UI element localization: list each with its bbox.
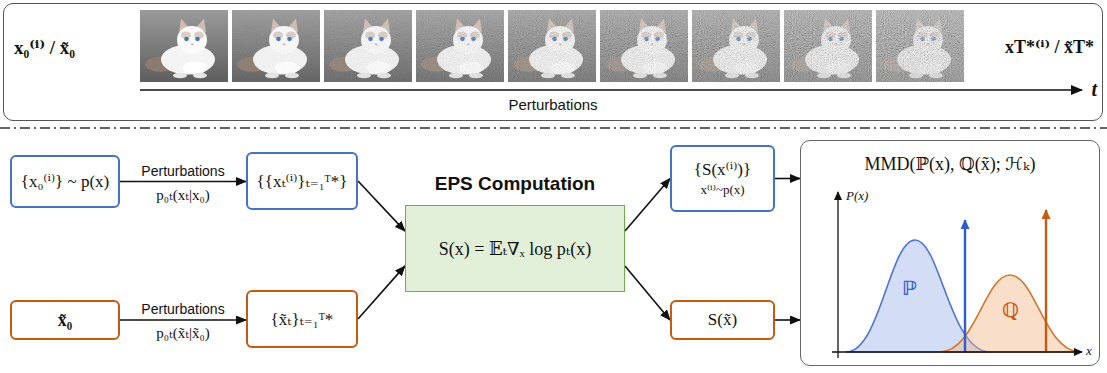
cat-eye: [195, 37, 200, 41]
cat-eye: [184, 37, 189, 41]
flow-arrow: [775, 319, 800, 321]
perturbation-panel: x₀⁽ⁱ⁾ / x̃₀ xT*⁽ⁱ⁾ / x̃T* Perturbationst: [3, 3, 1103, 121]
noise-overlay: [876, 10, 964, 82]
image-background: [508, 10, 596, 82]
image-background: [600, 10, 688, 82]
noise-overlay: [692, 10, 780, 82]
math-text: {x₀⁽ⁱ⁾} ~ p(x): [21, 171, 110, 192]
image-background: [692, 10, 780, 82]
cat-nose: [191, 44, 195, 46]
axis-caption: Perturbations: [4, 96, 1102, 113]
cat-image: [416, 10, 504, 82]
math-text: {S(x⁽ⁱ⁾)}: [694, 159, 751, 180]
transition-kernel: p₀ₜ(xₜ|x₀): [120, 186, 246, 204]
cat-image: [600, 10, 688, 82]
noise-overlay: [784, 10, 872, 82]
image-background: [140, 10, 228, 82]
cat-head: [177, 26, 207, 54]
cat-thumbnails: [140, 10, 964, 82]
mmd-box: MMD(ℙ(x), ℚ(x̃); ℋₖ): [800, 140, 1100, 366]
image-background: [784, 10, 872, 82]
distribution-label: ℙ: [902, 276, 917, 300]
test-score-box: S(x̃): [670, 300, 775, 340]
test-sample-box: x̃₀: [10, 300, 120, 340]
flow-arrow: [775, 178, 800, 180]
cat-image: [876, 10, 964, 82]
cat-paw: [193, 73, 207, 79]
math-text: {x̃ₜ}ₜ₌₁ᵀ*: [271, 309, 334, 330]
edge-label: Perturbations: [139, 163, 226, 179]
transition-kernel: p₀ₜ(x̃ₜ|x̃₀): [120, 324, 246, 342]
p-spike: [964, 220, 966, 352]
cat-image: [508, 10, 596, 82]
math-text: S(x̃): [708, 310, 737, 330]
cat-paw: [173, 73, 187, 79]
image-background: [416, 10, 504, 82]
q-spike: [1045, 210, 1047, 352]
separator-line: [0, 127, 1107, 129]
flow-arrow: [358, 266, 405, 319]
eps-computation-box: EPS ComputationS(x) = 𝔼ₜ∇ₓ log pₜ(x): [405, 205, 625, 292]
noise-overlay: [232, 10, 320, 82]
axis-label: P(x): [846, 188, 868, 204]
time-arrow: [140, 89, 1082, 91]
noise-overlay: [600, 10, 688, 82]
box-heading: EPS Computation: [406, 173, 624, 195]
noise-overlay: [324, 10, 412, 82]
q-density: [940, 275, 1080, 352]
noise-overlay: [416, 10, 504, 82]
math-formula: S(x) = 𝔼ₜ∇ₓ log pₜ(x): [439, 238, 592, 260]
flow-arrow: [120, 319, 246, 321]
math-text: {{xₜ⁽ⁱ⁾}ₜ₌₁ᵀ*}: [257, 171, 348, 192]
cat-image: [140, 10, 228, 82]
flow-arrow: [358, 181, 405, 231]
math-text: x̃₀: [58, 310, 72, 331]
edge-label: Perturbations: [139, 301, 226, 317]
panel-label: x₀⁽ⁱ⁾ / x̃₀: [14, 36, 75, 59]
cat-image: [232, 10, 320, 82]
flow-arrow: [120, 181, 246, 183]
perturbed-test-box: {x̃ₜ}ₜ₌₁ᵀ*: [246, 290, 358, 348]
cat-image: [324, 10, 412, 82]
math-formula: MMD(ℙ(x), ℚ(x̃); ℋₖ): [801, 153, 1099, 175]
flow-arrow: [625, 179, 670, 232]
cat-chest: [183, 61, 207, 74]
data-samples-box: {x₀⁽ⁱ⁾} ~ p(x): [10, 155, 120, 208]
axis-variable: t: [1091, 78, 1097, 101]
score-set-box: {S(x⁽ⁱ⁾)} x⁽ⁱ⁾~p(x): [670, 145, 775, 212]
image-background: [232, 10, 320, 82]
x-axis: [832, 351, 1082, 352]
cat-image: [784, 10, 872, 82]
math-subscript: x⁽ⁱ⁾~p(x): [700, 182, 744, 198]
image-background: [876, 10, 964, 82]
perturbed-samples-box: {{xₜ⁽ⁱ⁾}ₜ₌₁ᵀ*}: [246, 152, 358, 210]
panel-label: xT*⁽ⁱ⁾ / x̃T*: [1005, 36, 1094, 58]
noise-overlay: [508, 10, 596, 82]
flow-arrow: [625, 266, 670, 320]
cat-image: [692, 10, 780, 82]
axis-label: x: [1086, 343, 1092, 359]
image-background: [324, 10, 412, 82]
distribution-label: ℚ: [1002, 298, 1019, 322]
y-axis: [837, 192, 838, 358]
